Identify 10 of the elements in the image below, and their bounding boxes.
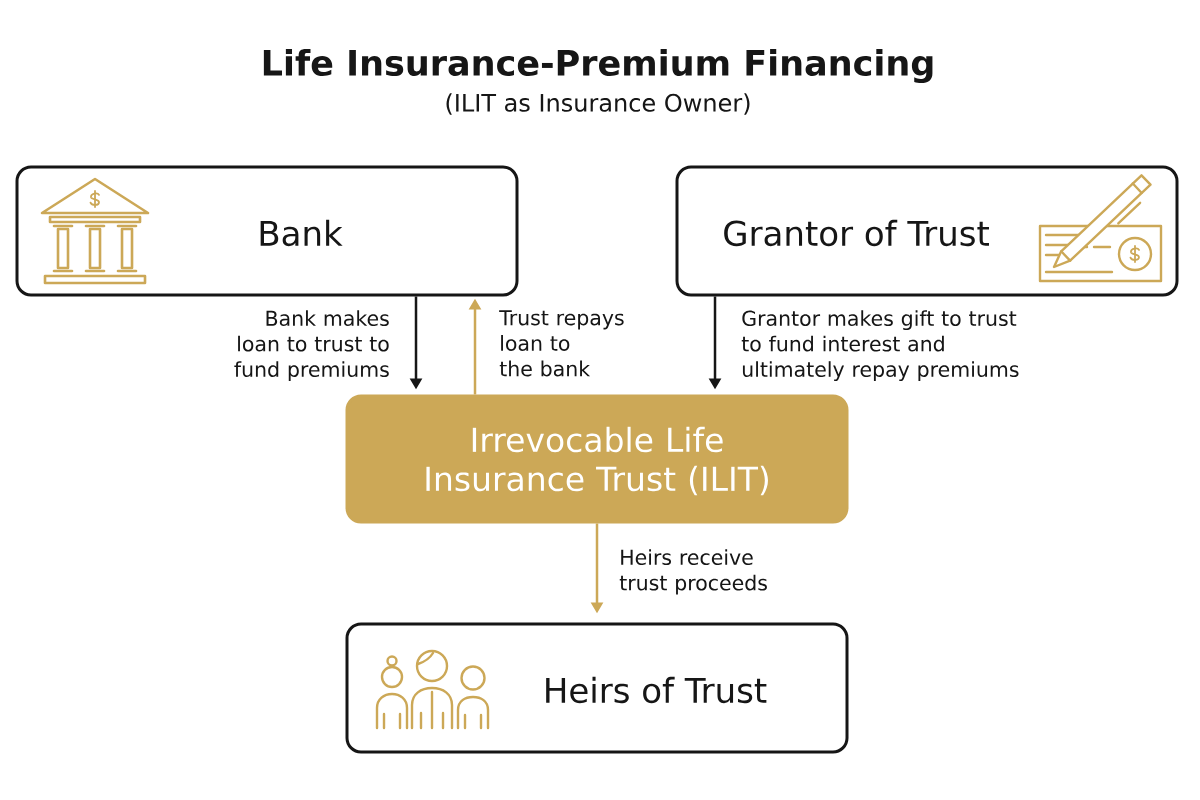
entity-box: Grantor of Trust [675, 165, 1179, 297]
trust-box: Irrevocable Life Insurance Trust (ILIT) [345, 394, 849, 524]
title: Life Insurance-Premium Financing [263, 48, 933, 84]
edge-label: Heirs receive trust proceeds [619, 549, 767, 595]
entity-box: Heirs of Trust [345, 622, 849, 754]
edge-label: Grantor makes gift to trust to fund interest and ultimately repay premiums [741, 310, 1019, 382]
subtitle: (ILIT as Insurance Owner) [446, 93, 750, 115]
edge-label: Trust repays loan to the bank [499, 310, 624, 377]
edge-label: Bank makes loan to trust to fund premiums [234, 310, 389, 382]
entity-box: Bank [15, 165, 519, 297]
